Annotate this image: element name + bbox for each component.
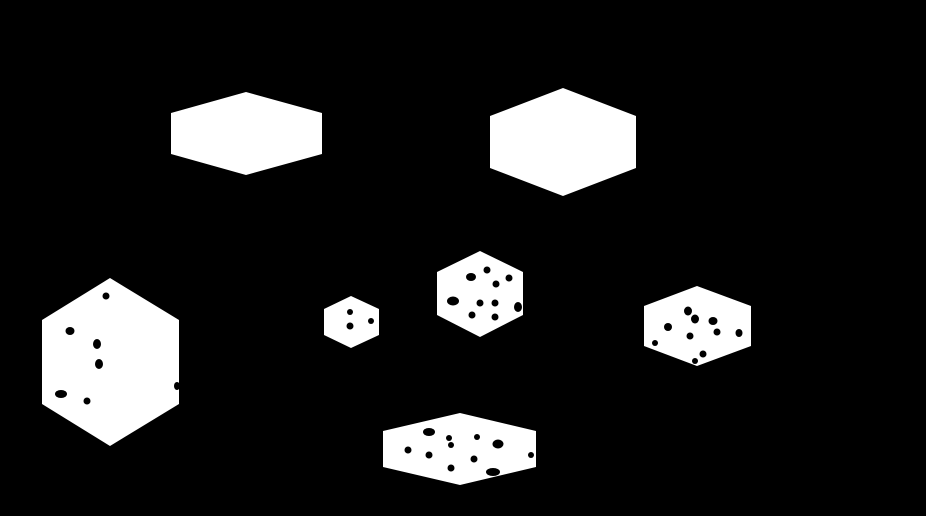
spot (347, 309, 353, 315)
spot (93, 339, 101, 349)
spot (684, 306, 692, 316)
spot (55, 390, 67, 398)
spot (65, 327, 75, 335)
spot (491, 313, 499, 321)
spot (102, 292, 110, 300)
spots (652, 306, 743, 364)
spot (691, 314, 699, 324)
spot (368, 318, 374, 324)
spots (404, 428, 534, 476)
spot (466, 273, 476, 281)
hexagon-speckled-large-left (42, 278, 180, 446)
hexagon-shape (171, 92, 322, 175)
spot (713, 328, 721, 336)
spot (423, 428, 435, 436)
spot (692, 358, 698, 364)
spot (83, 397, 91, 405)
spot (425, 451, 433, 459)
spot (468, 311, 476, 319)
spot (491, 299, 499, 307)
spot (476, 299, 484, 307)
spot (447, 296, 459, 306)
hexagon-shape (42, 278, 179, 446)
spot (528, 452, 534, 458)
spot (699, 350, 707, 358)
spot (486, 468, 500, 476)
hexagon-plain-top-left (171, 92, 322, 175)
spot (483, 266, 491, 274)
spot (735, 329, 743, 337)
hexagon-plain-top-right (490, 88, 636, 196)
spot (447, 464, 455, 472)
spot (404, 446, 412, 454)
spot (708, 317, 718, 325)
spots (447, 266, 522, 321)
hexagon-shape (490, 88, 636, 196)
spot (505, 274, 513, 282)
spots (55, 292, 180, 405)
spot (686, 332, 694, 340)
spot (446, 435, 452, 441)
hexagon-shape (324, 296, 379, 348)
spot (492, 439, 504, 449)
hexagon-speckled-right (644, 286, 751, 366)
spot (514, 302, 522, 312)
spot (470, 455, 478, 463)
spot (346, 322, 354, 330)
spot (474, 434, 480, 440)
hexagon-shape (437, 251, 523, 337)
spot (174, 382, 180, 390)
hexagon-shape (383, 413, 536, 485)
spots (346, 309, 374, 330)
spot (448, 442, 454, 448)
spot (95, 359, 103, 369)
spot (652, 340, 658, 346)
hexagon-speckled-center (437, 251, 523, 337)
spot (492, 280, 500, 288)
hexagon-speckled-small-center (324, 296, 379, 348)
hexagon-shape (644, 286, 751, 366)
hexagon-speckled-bottom (383, 413, 536, 485)
spot (664, 323, 672, 331)
